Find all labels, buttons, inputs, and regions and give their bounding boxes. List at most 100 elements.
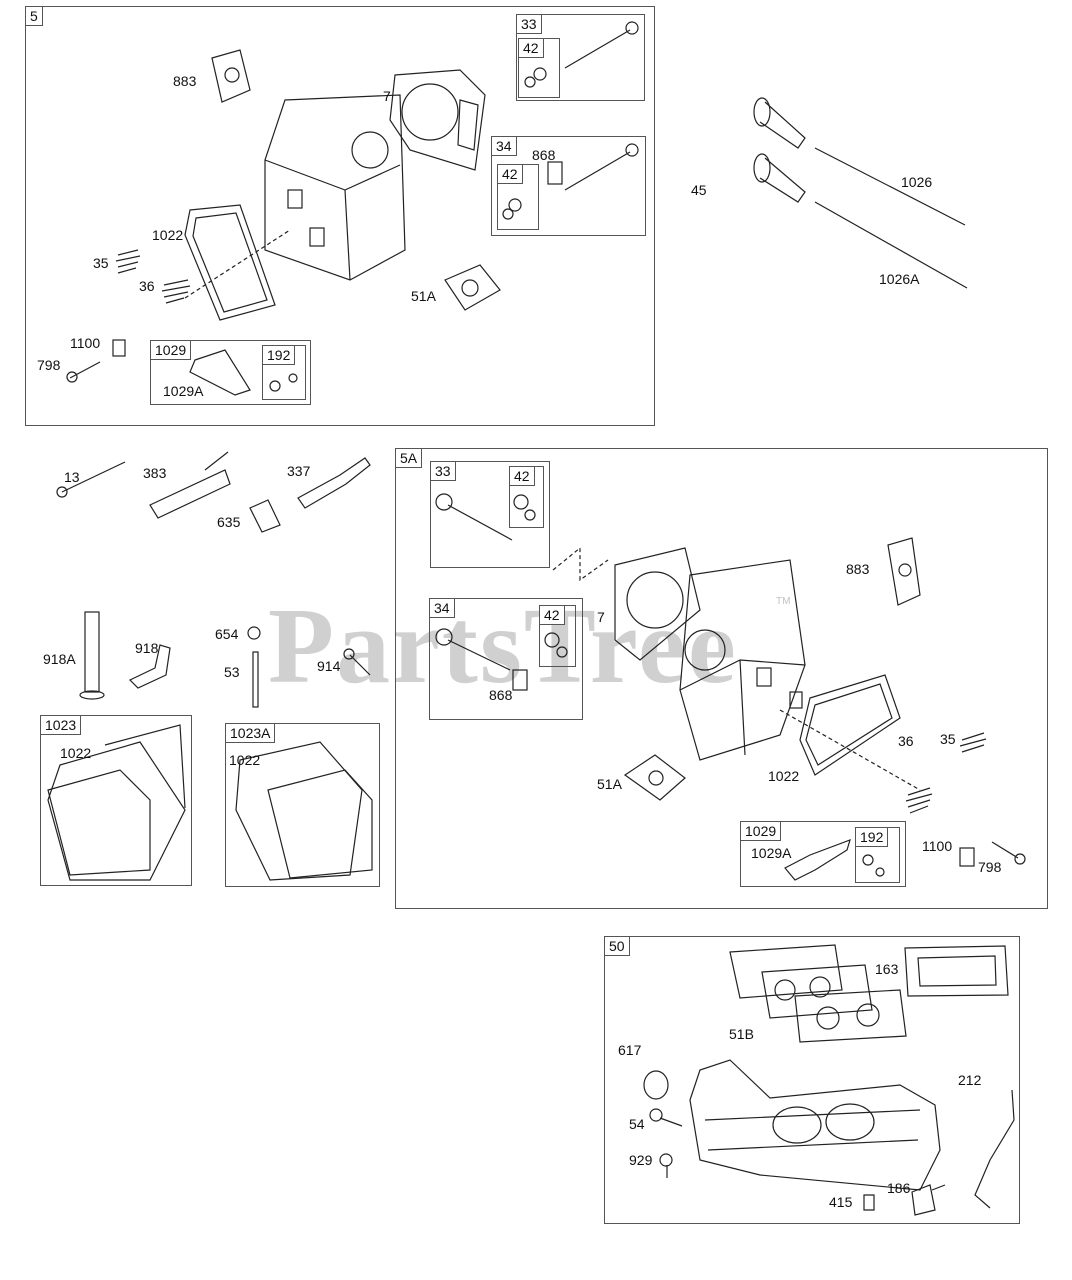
- push-rods-1026[interactable]: [753, 97, 968, 289]
- valve-keepers-42b-top[interactable]: [502, 198, 522, 220]
- group-5A-34-tag: 34: [429, 598, 455, 618]
- spring-35-top[interactable]: [115, 249, 141, 274]
- label-36-5A: 36: [898, 733, 914, 749]
- valve-keepers-42-top[interactable]: [524, 67, 547, 88]
- parts-192-top[interactable]: [269, 373, 298, 392]
- group-5A-1029-tag: 1029: [740, 821, 782, 841]
- head-gasket-7-top[interactable]: [389, 69, 486, 171]
- label-617: 617: [618, 1042, 642, 1058]
- gasket-883-top[interactable]: [211, 49, 251, 103]
- label-51B: 51B: [729, 1026, 754, 1042]
- valve-33-5A[interactable]: [435, 493, 513, 541]
- parts-192-5A[interactable]: [862, 854, 885, 877]
- valve-33-top[interactable]: [564, 21, 639, 69]
- label-415: 415: [829, 1194, 853, 1210]
- watermark-tm: TM: [776, 596, 791, 607]
- o-ring-617[interactable]: [643, 1070, 669, 1100]
- group-5-1029-box[interactable]: 1029: [150, 340, 311, 405]
- valve-34-top[interactable]: [547, 143, 639, 191]
- group-5-34-box[interactable]: 34: [491, 136, 646, 236]
- cylinder-head-5A[interactable]: [679, 559, 806, 761]
- group-5-192-tag: 192: [262, 345, 296, 365]
- valve-keepers-42b-5A[interactable]: [544, 632, 568, 658]
- group-50-tag: 50: [604, 936, 630, 956]
- label-868-top: 868: [532, 147, 556, 163]
- group-5A-1029-box[interactable]: 1029: [740, 821, 906, 887]
- gasket-163[interactable]: [904, 945, 1009, 997]
- gaskets-51B[interactable]: [729, 944, 907, 1043]
- spring-35-5A[interactable]: [959, 732, 987, 753]
- cover-gasket-1022-5A[interactable]: [799, 674, 901, 776]
- valve-keepers-42-5A[interactable]: [513, 494, 536, 521]
- group-5A-42a-box[interactable]: 42: [509, 466, 544, 528]
- valve-cover-1023A[interactable]: [235, 741, 373, 881]
- gasket-51A-top[interactable]: [444, 264, 501, 311]
- label-918: 918: [135, 640, 159, 656]
- label-798-top: 798: [37, 357, 61, 373]
- group-5A-192-box[interactable]: 192: [855, 827, 900, 883]
- spark-plug-337[interactable]: [297, 457, 371, 509]
- label-51A-5A: 51A: [597, 776, 622, 792]
- label-1100-5A: 1100: [922, 838, 953, 854]
- group-5A-42a-tag: 42: [509, 466, 535, 486]
- group-5A-box[interactable]: 5A: [395, 448, 1048, 909]
- group-5A-42b-tag: 42: [539, 605, 565, 625]
- label-1029A-top: 1029A: [163, 383, 204, 399]
- group-50-box[interactable]: 50: [604, 936, 1020, 1224]
- hose-918[interactable]: [128, 644, 171, 689]
- rocker-arm-1029A-5A[interactable]: [784, 839, 851, 881]
- group-5-1029-tag: 1029: [150, 340, 192, 360]
- watermark: PartsTree: [268, 587, 738, 706]
- group-5A-192-tag: 192: [855, 827, 889, 847]
- group-5-box[interactable]: 5: [25, 6, 655, 426]
- stud-53[interactable]: [252, 651, 259, 708]
- group-5A-33-tag: 33: [430, 461, 456, 481]
- gasket-883-5A[interactable]: [887, 537, 921, 606]
- tool-383[interactable]: [149, 451, 231, 519]
- group-5-33-box[interactable]: 33: [516, 14, 645, 101]
- bolt-798-top[interactable]: [66, 361, 101, 383]
- group-5A-33-box[interactable]: 33: [430, 461, 550, 568]
- label-914: 914: [317, 658, 341, 674]
- nut-654[interactable]: [247, 626, 261, 640]
- cylinder-head-top[interactable]: [264, 94, 406, 281]
- label-36-top: 36: [139, 278, 155, 294]
- part-415[interactable]: [863, 1194, 875, 1211]
- group-5-42a-box[interactable]: 42: [518, 38, 560, 98]
- valve-34-5A[interactable]: [435, 628, 528, 691]
- group-5-33-tag: 33: [516, 14, 542, 34]
- group-5A-tag: 5A: [395, 448, 423, 468]
- nut-1100-5A[interactable]: [959, 847, 975, 867]
- group-1023A-box[interactable]: 1023A: [225, 723, 380, 887]
- group-5-42b-box[interactable]: 42: [497, 164, 539, 230]
- group-5A-42b-box[interactable]: 42: [539, 605, 576, 667]
- label-1022-5A: 1022: [768, 768, 800, 784]
- group-5-192-box[interactable]: 192: [262, 345, 306, 400]
- gasket-51A-5A[interactable]: [623, 754, 686, 801]
- screw-54[interactable]: [649, 1108, 683, 1127]
- intake-manifold[interactable]: [689, 1059, 941, 1191]
- label-186: 186: [887, 1180, 911, 1196]
- spring-36-top[interactable]: [161, 279, 191, 304]
- cover-gasket-1022-top[interactable]: [184, 204, 276, 321]
- link-rod-212[interactable]: [974, 1089, 1015, 1209]
- group-5-42b-tag: 42: [497, 164, 523, 184]
- nut-1100-top[interactable]: [112, 339, 126, 357]
- screw-929[interactable]: [659, 1153, 673, 1178]
- bolt-13[interactable]: [56, 461, 126, 498]
- label-883-5A: 883: [846, 561, 870, 577]
- label-918A: 918A: [43, 651, 76, 667]
- spring-36-5A[interactable]: [905, 787, 933, 814]
- head-gasket-7-5A[interactable]: [614, 547, 701, 661]
- group-5A-34-box[interactable]: 34: [429, 598, 583, 720]
- rocker-arm-1029A-top[interactable]: [189, 349, 251, 396]
- screw-914[interactable]: [343, 648, 371, 676]
- group-1023-box[interactable]: 1023: [40, 715, 192, 886]
- valve-cover-1023[interactable]: [47, 724, 186, 881]
- bolt-798-5A[interactable]: [991, 841, 1026, 865]
- fitting-186[interactable]: [911, 1184, 946, 1216]
- tube-918A[interactable]: [79, 611, 105, 700]
- label-868-5A: 868: [489, 687, 513, 703]
- boot-635[interactable]: [249, 499, 281, 533]
